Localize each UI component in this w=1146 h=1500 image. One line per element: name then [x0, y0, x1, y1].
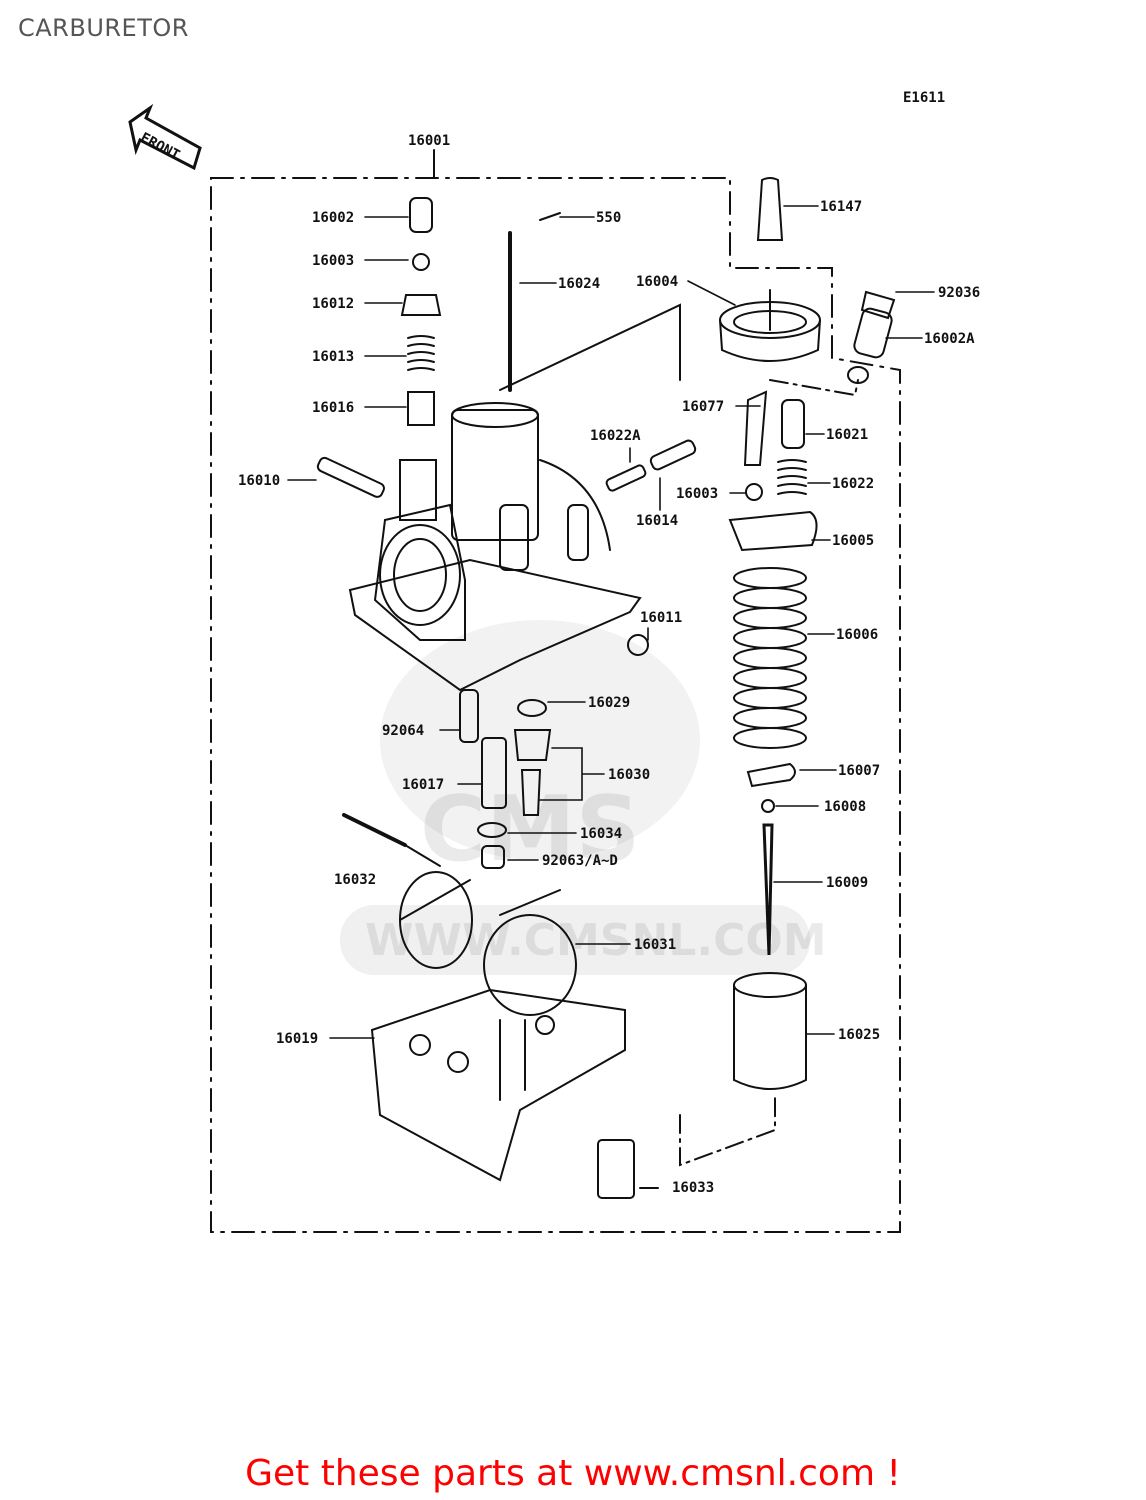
part-label-16011[interactable]: 16011 [640, 610, 682, 626]
part-label-16001[interactable]: 16001 [408, 133, 450, 149]
watermark: CMS WWW.CMSNL.COM [340, 620, 827, 975]
part-label-16022A[interactable]: 16022A [590, 428, 641, 444]
part-label-16034[interactable]: 16034 [580, 826, 622, 842]
part-label-16019[interactable]: 16019 [276, 1031, 318, 1047]
part-label-16006[interactable]: 16006 [836, 627, 878, 643]
throttle-spring-16006 [733, 567, 807, 749]
part-label-16010[interactable]: 16010 [238, 473, 280, 489]
svg-text:WWW.CMSNL.COM: WWW.CMSNL.COM [365, 915, 827, 966]
part-label-92064[interactable]: 92064 [382, 723, 424, 739]
part-label-16003-right[interactable]: 16003 [676, 486, 718, 502]
pilot-screw-stack [400, 197, 442, 426]
screw-16010 [316, 456, 385, 498]
part-label-16016[interactable]: 16016 [312, 400, 354, 416]
part-label-16002A[interactable]: 16002A [924, 331, 975, 347]
jet-parts [459, 689, 552, 869]
part-label-16012[interactable]: 16012 [312, 296, 354, 312]
part-label-16003[interactable]: 16003 [312, 253, 354, 269]
part-label-92036[interactable]: 92036 [938, 285, 980, 301]
page-title: CARBURETOR [18, 14, 189, 42]
part-label-550[interactable]: 550 [596, 210, 621, 226]
part-label-16017[interactable]: 16017 [402, 777, 444, 793]
screw-16022A [605, 439, 697, 492]
float-bowl-16019 [370, 988, 635, 1199]
footer-shop-link[interactable]: Get these parts at www.cmsnl.com ! [245, 1453, 901, 1494]
assembly-boundary [210, 177, 901, 1233]
part-label-16029[interactable]: 16029 [588, 695, 630, 711]
needle-parts [746, 762, 796, 956]
part-label-16022[interactable]: 16022 [832, 476, 874, 492]
part-label-16024[interactable]: 16024 [558, 276, 600, 292]
figure-code: E1611 [903, 90, 945, 106]
top-cap-parts [756, 177, 896, 384]
part-label-16002[interactable]: 16002 [312, 210, 354, 226]
leader-lines [287, 205, 935, 1039]
part-label-92063[interactable]: 92063/A~D [542, 853, 618, 869]
throttle-arm-parts [728, 390, 818, 552]
part-label-16033[interactable]: 16033 [672, 1180, 714, 1196]
part-label-16032[interactable]: 16032 [334, 872, 376, 888]
part-label-16014[interactable]: 16014 [636, 513, 678, 529]
float-16031 [399, 871, 577, 1016]
part-label-16013[interactable]: 16013 [312, 349, 354, 365]
throttle-valve-16025 [733, 972, 807, 1090]
leader-float-pin [404, 844, 441, 867]
part-label-16007[interactable]: 16007 [838, 763, 880, 779]
part-label-16008[interactable]: 16008 [824, 799, 866, 815]
front-arrow-icon: FRONT [128, 103, 202, 171]
assembly-connectors [639, 379, 859, 1189]
float-pin-16032 [342, 813, 407, 847]
part-label-16031[interactable]: 16031 [634, 937, 676, 953]
svg-text:CMS: CMS [420, 777, 640, 882]
part-label-16147[interactable]: 16147 [820, 199, 862, 215]
part-label-16009[interactable]: 16009 [826, 875, 868, 891]
mixing-chamber-cap-16004 [719, 289, 821, 362]
carburetor-body [348, 402, 649, 692]
part-label-16021[interactable]: 16021 [826, 427, 868, 443]
part-label-16025[interactable]: 16025 [838, 1027, 880, 1043]
part-label-16077[interactable]: 16077 [682, 399, 724, 415]
rod-16024 [499, 212, 681, 392]
part-label-16004[interactable]: 16004 [636, 274, 678, 290]
part-label-16005[interactable]: 16005 [832, 533, 874, 549]
part-label-16030[interactable]: 16030 [608, 767, 650, 783]
